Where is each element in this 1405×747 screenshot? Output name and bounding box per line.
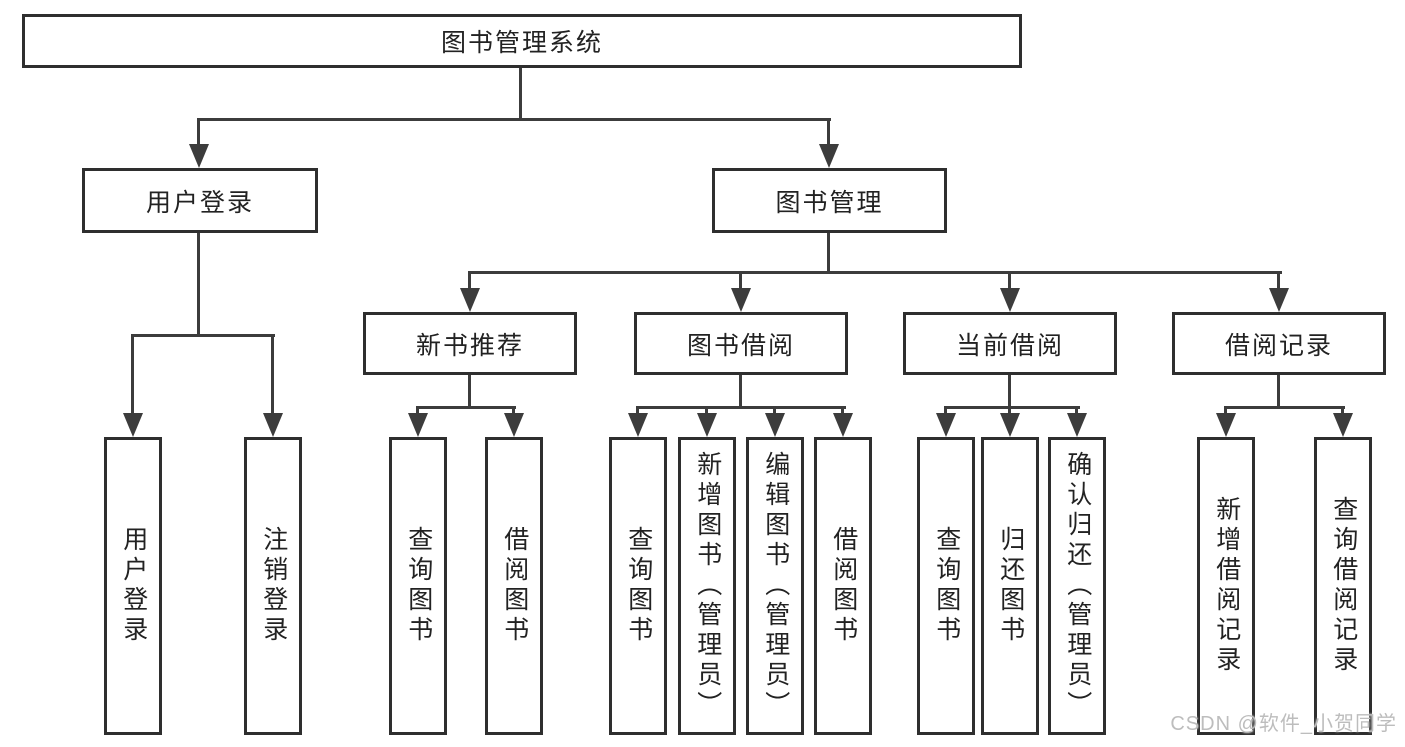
connector-line bbox=[512, 406, 515, 416]
leaf-borrow-books: 借阅图书 bbox=[814, 437, 872, 735]
node-label: 图书管理系统 bbox=[440, 29, 603, 57]
leaf-label: 查询借阅记录 bbox=[1329, 496, 1358, 676]
arrow-down-icon bbox=[936, 413, 956, 437]
connector-line bbox=[841, 406, 844, 416]
node-label: 新书推荐 bbox=[415, 331, 524, 360]
leaf-label: 注销登录 bbox=[259, 526, 288, 646]
connector-line bbox=[1341, 406, 1344, 416]
connector-line bbox=[739, 375, 742, 409]
connector-line bbox=[131, 334, 275, 337]
arrow-down-icon bbox=[628, 413, 648, 437]
arrow-down-icon bbox=[504, 413, 524, 437]
connector-line bbox=[636, 406, 639, 416]
connector-line bbox=[1075, 406, 1078, 416]
connector-line bbox=[1224, 406, 1345, 409]
node-label: 图书管理 bbox=[775, 188, 884, 217]
connector-line bbox=[416, 406, 516, 409]
node-borrowing-records: 借阅记录 bbox=[1172, 312, 1386, 375]
arrow-down-icon bbox=[765, 413, 785, 437]
connector-line bbox=[416, 406, 419, 416]
arrow-down-icon bbox=[1333, 413, 1353, 437]
connector-line bbox=[773, 406, 776, 416]
node-label: 用户登录 bbox=[145, 188, 254, 217]
leaf-label: 新增图书（管理员） bbox=[693, 451, 722, 721]
leaf-label: 借阅图书 bbox=[829, 526, 858, 646]
arrow-down-icon bbox=[189, 144, 209, 168]
connector-line bbox=[197, 120, 200, 148]
connector-line bbox=[197, 118, 831, 121]
arrow-down-icon bbox=[833, 413, 853, 437]
arrow-down-icon bbox=[460, 288, 480, 312]
connector-line bbox=[468, 274, 471, 292]
connector-line bbox=[827, 120, 830, 148]
leaf-user-login: 用户登录 bbox=[104, 437, 162, 735]
connector-line bbox=[944, 406, 1080, 409]
leaf-confirm-return-admin: 确认归还（管理员） bbox=[1048, 437, 1106, 735]
connector-line bbox=[468, 375, 471, 409]
node-label: 图书借阅 bbox=[686, 331, 795, 360]
leaf-query-books-borrowing: 查询图书 bbox=[609, 437, 667, 735]
connector-line bbox=[1224, 406, 1227, 416]
node-current-borrowing: 当前借阅 bbox=[903, 312, 1117, 375]
connector-line bbox=[1277, 375, 1280, 409]
leaf-label: 查询图书 bbox=[624, 526, 653, 646]
node-label: 当前借阅 bbox=[955, 331, 1064, 360]
leaf-label: 新增借阅记录 bbox=[1212, 496, 1241, 676]
arrow-down-icon bbox=[263, 413, 283, 437]
arrow-down-icon bbox=[731, 288, 751, 312]
arrow-down-icon bbox=[819, 144, 839, 168]
leaf-query-books-recommend: 查询图书 bbox=[389, 437, 447, 735]
connector-line bbox=[1008, 406, 1011, 416]
node-user-login: 用户登录 bbox=[82, 168, 318, 233]
leaf-label: 归还图书 bbox=[996, 526, 1025, 646]
arrow-down-icon bbox=[123, 413, 143, 437]
connector-line bbox=[705, 406, 708, 416]
connector-line bbox=[197, 233, 200, 337]
connector-line bbox=[1008, 274, 1011, 292]
connector-line bbox=[468, 271, 1282, 274]
connector-line bbox=[1008, 375, 1011, 409]
connector-line bbox=[636, 406, 846, 409]
leaf-query-books-current: 查询图书 bbox=[917, 437, 975, 735]
connector-line bbox=[1277, 274, 1280, 292]
leaf-label: 用户登录 bbox=[119, 526, 148, 646]
leaf-label: 确认归还（管理员） bbox=[1063, 451, 1092, 721]
connector-line bbox=[739, 274, 742, 292]
connector-line bbox=[519, 68, 522, 120]
leaf-label: 编辑图书（管理员） bbox=[761, 451, 790, 721]
arrow-down-icon bbox=[697, 413, 717, 437]
arrow-down-icon bbox=[1216, 413, 1236, 437]
csdn-watermark: CSDN @软件_小贺同学 bbox=[1170, 713, 1397, 735]
leaf-add-borrow-record: 新增借阅记录 bbox=[1197, 437, 1255, 735]
node-book-borrowing: 图书借阅 bbox=[634, 312, 848, 375]
node-library-system-root: 图书管理系统 bbox=[22, 14, 1022, 68]
node-new-book-recommendation: 新书推荐 bbox=[363, 312, 577, 375]
leaf-label: 查询图书 bbox=[404, 526, 433, 646]
connector-line bbox=[271, 337, 274, 415]
leaf-return-book: 归还图书 bbox=[981, 437, 1039, 735]
arrow-down-icon bbox=[1067, 413, 1087, 437]
arrow-down-icon bbox=[408, 413, 428, 437]
connector-line bbox=[131, 337, 134, 415]
connector-line bbox=[944, 406, 947, 416]
node-label: 借阅记录 bbox=[1224, 331, 1333, 360]
leaf-logout: 注销登录 bbox=[244, 437, 302, 735]
arrow-down-icon bbox=[1000, 288, 1020, 312]
leaf-edit-book-admin: 编辑图书（管理员） bbox=[746, 437, 804, 735]
leaf-query-borrow-record: 查询借阅记录 bbox=[1314, 437, 1372, 735]
arrow-down-icon bbox=[1000, 413, 1020, 437]
node-book-management: 图书管理 bbox=[712, 168, 947, 233]
leaf-add-book-admin: 新增图书（管理员） bbox=[678, 437, 736, 735]
leaf-label: 借阅图书 bbox=[500, 526, 529, 646]
leaf-borrow-books-recommend: 借阅图书 bbox=[485, 437, 543, 735]
connector-line bbox=[827, 233, 830, 274]
leaf-label: 查询图书 bbox=[932, 526, 961, 646]
arrow-down-icon bbox=[1269, 288, 1289, 312]
